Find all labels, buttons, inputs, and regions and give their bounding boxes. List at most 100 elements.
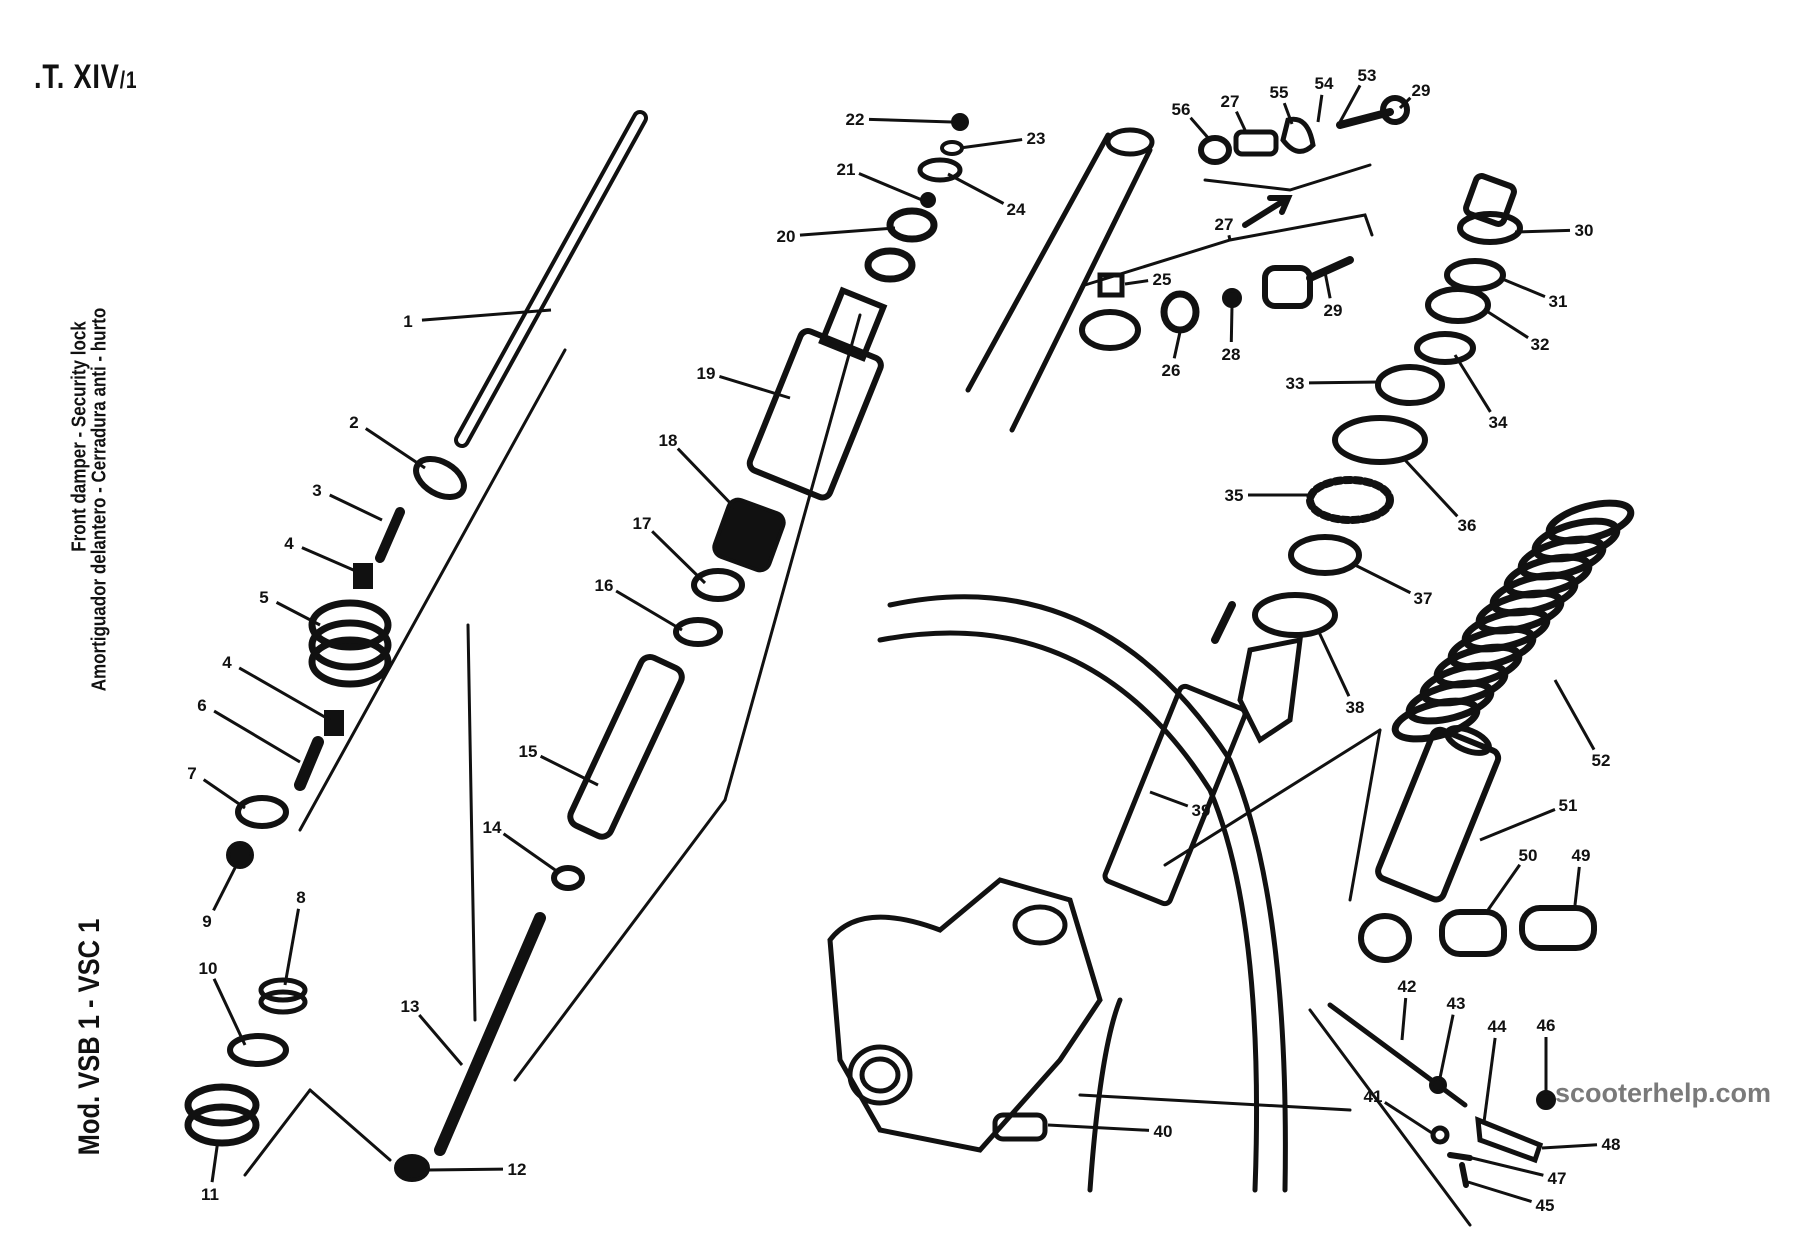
part-shock-51 [1375,725,1502,903]
part-eye-51 [1358,913,1412,963]
part-spring-28 [1222,288,1242,308]
callout-43: 43 [1438,994,1465,1079]
callout-label: 29 [1324,301,1343,320]
leader-line [1438,1014,1455,1079]
lock-bracket-line [1203,163,1372,192]
callout-label: 26 [1162,361,1181,380]
callout-1: 1 [403,308,552,331]
leader-line [1482,1037,1497,1123]
callout-label: 45 [1536,1196,1555,1215]
leader-line [329,493,383,522]
callout-label: 50 [1519,846,1538,865]
leader-line [421,308,552,322]
part-lock-cylinder [1262,265,1313,309]
leader-line [1573,866,1581,906]
callout-47: 47 [1471,1156,1566,1188]
callout-18: 18 [659,431,737,510]
leader-line [364,427,426,470]
leader-line [1316,629,1351,697]
leader-line [427,1167,504,1172]
leader-line [213,709,301,764]
part-pin-45 [1459,1162,1469,1188]
callout-20: 20 [777,226,896,246]
part-piston-5 [308,599,392,688]
leader-line [1398,96,1412,110]
part-seal-20a [864,247,916,283]
callout-label: 15 [519,742,538,761]
callout-10: 10 [199,959,247,1046]
callout-45: 45 [1467,1180,1555,1215]
callout-19: 19 [697,364,791,400]
leader-line [212,861,240,912]
callout-label: 25 [1153,270,1172,289]
callout-label: 49 [1572,846,1591,865]
callout-label: 14 [483,818,502,837]
callout-49: 49 [1572,846,1591,906]
callout-36: 36 [1403,458,1477,535]
leader-line [1149,790,1189,808]
leader-line [1553,679,1596,751]
part-key-head-29 [1380,95,1410,125]
leader-line [275,601,321,627]
callout-label: 34 [1489,413,1508,432]
part-nut-4 [353,563,373,589]
callout-label: 7 [187,764,196,783]
callout-label: 18 [659,431,678,450]
callout-46: 46 [1537,1016,1555,1092]
lock-bracket-line-2 [1083,213,1374,287]
callout-label: 27 [1215,215,1234,234]
part-seal-20b [886,207,938,243]
part-washer-14 [551,865,585,891]
callout-14: 14 [483,818,559,874]
callout-15: 15 [519,742,599,787]
callout-label: 29 [1412,81,1431,100]
callout-35: 35 [1225,486,1312,505]
leader-line [1400,997,1408,1041]
callout-26: 26 [1162,331,1182,380]
callout-4: 4 [284,534,359,574]
leader-line [1514,228,1571,234]
part-bolt-41 [1430,1125,1450,1145]
leader-line [1308,380,1381,385]
callout-41: 41 [1364,1087,1433,1135]
callout-8: 8 [283,888,306,986]
callout-42: 42 [1398,977,1417,1041]
callout-label: 4 [222,653,232,672]
callout-label: 56 [1172,100,1191,119]
callout-9: 9 [202,861,240,931]
part-washer-10 [227,1033,289,1067]
callout-27: 27 [1215,215,1234,241]
callout-label: 3 [312,481,321,500]
part-lock-tab-55 [1280,116,1316,154]
part-lock-25 [1097,272,1125,298]
part-washer-23 [940,140,964,156]
callout-label: 10 [199,959,218,978]
leader-line [718,374,791,400]
part-bush-18 [712,497,786,573]
callout-27: 27 [1221,92,1247,131]
part-nut-9 [226,841,254,869]
leader-line [1047,1123,1150,1132]
leader-line [283,908,300,986]
callout-label: 36 [1458,516,1477,535]
callout-2: 2 [349,413,426,470]
callout-55: 55 [1270,83,1294,125]
callout-label: 9 [202,912,211,931]
plate-title: .T. XIV/1 [34,58,137,97]
callout-25: 25 [1124,270,1172,289]
callout-13: 13 [401,997,464,1066]
part-nut-4b [324,710,344,736]
callout-16: 16 [595,576,683,632]
part-washer-7 [235,795,289,829]
callout-37: 37 [1354,563,1432,608]
part-pin-6 [294,736,324,791]
leader-line [1541,1143,1598,1150]
leader-line [1479,808,1556,842]
leader-line [947,172,1005,205]
part-ring-26 [1160,290,1200,334]
leader-line [210,1139,220,1183]
leader-line [676,447,737,510]
callout-label: 42 [1398,977,1417,996]
callout-38: 38 [1316,629,1364,717]
